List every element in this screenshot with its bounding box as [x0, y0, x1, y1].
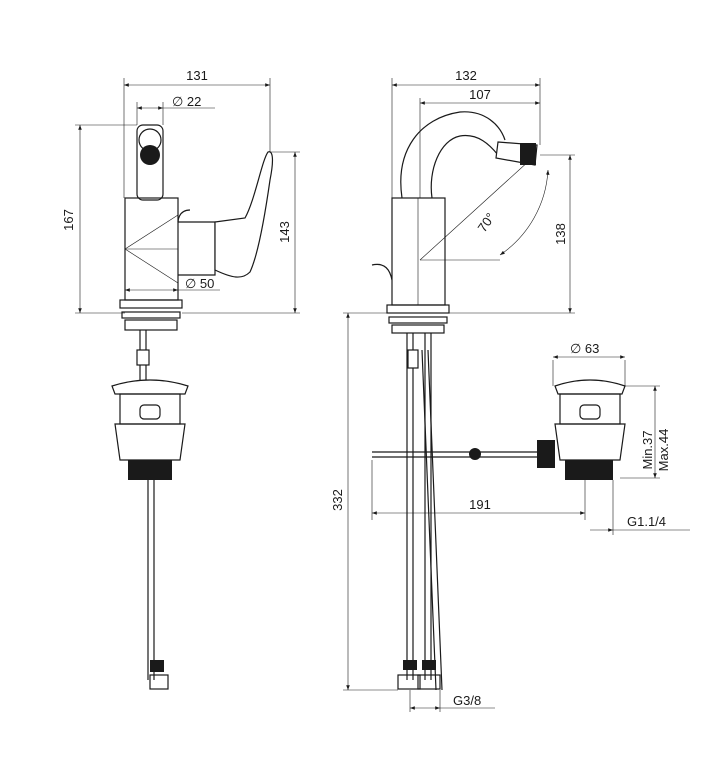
dim-drain-diameter: ∅ 63 — [570, 341, 599, 356]
front-view-drain — [372, 379, 626, 480]
dim-overall-width: 132 — [455, 68, 477, 83]
front-view-mixer — [371, 111, 538, 691]
side-view-drain — [111, 379, 189, 690]
side-view-mixer — [119, 124, 274, 380]
dim-spout-angle: 70° — [475, 210, 499, 235]
dim-spout-reach: 107 — [469, 87, 491, 102]
dim-supply-thread: G3/8 — [453, 693, 481, 708]
dim-drain-thread: G1.1/4 — [627, 514, 666, 529]
dim-hose-length: 332 — [330, 489, 345, 511]
side-view-dimensions — [75, 78, 300, 314]
dim-lever-height: 143 — [277, 221, 292, 243]
dim-rod-length: 191 — [469, 497, 491, 512]
dim-spout-height: 138 — [553, 223, 568, 245]
dim-drain-max: Max.44 — [656, 429, 671, 472]
front-view-dimensions — [343, 78, 690, 712]
dim-body-diameter: ∅ 50 — [185, 276, 214, 291]
dim-total-height: 167 — [61, 209, 76, 231]
dim-drain-min: Min.37 — [640, 430, 655, 469]
dim-spout-diameter: ∅ 22 — [172, 94, 201, 109]
dim-width-131: 131 — [186, 68, 208, 83]
